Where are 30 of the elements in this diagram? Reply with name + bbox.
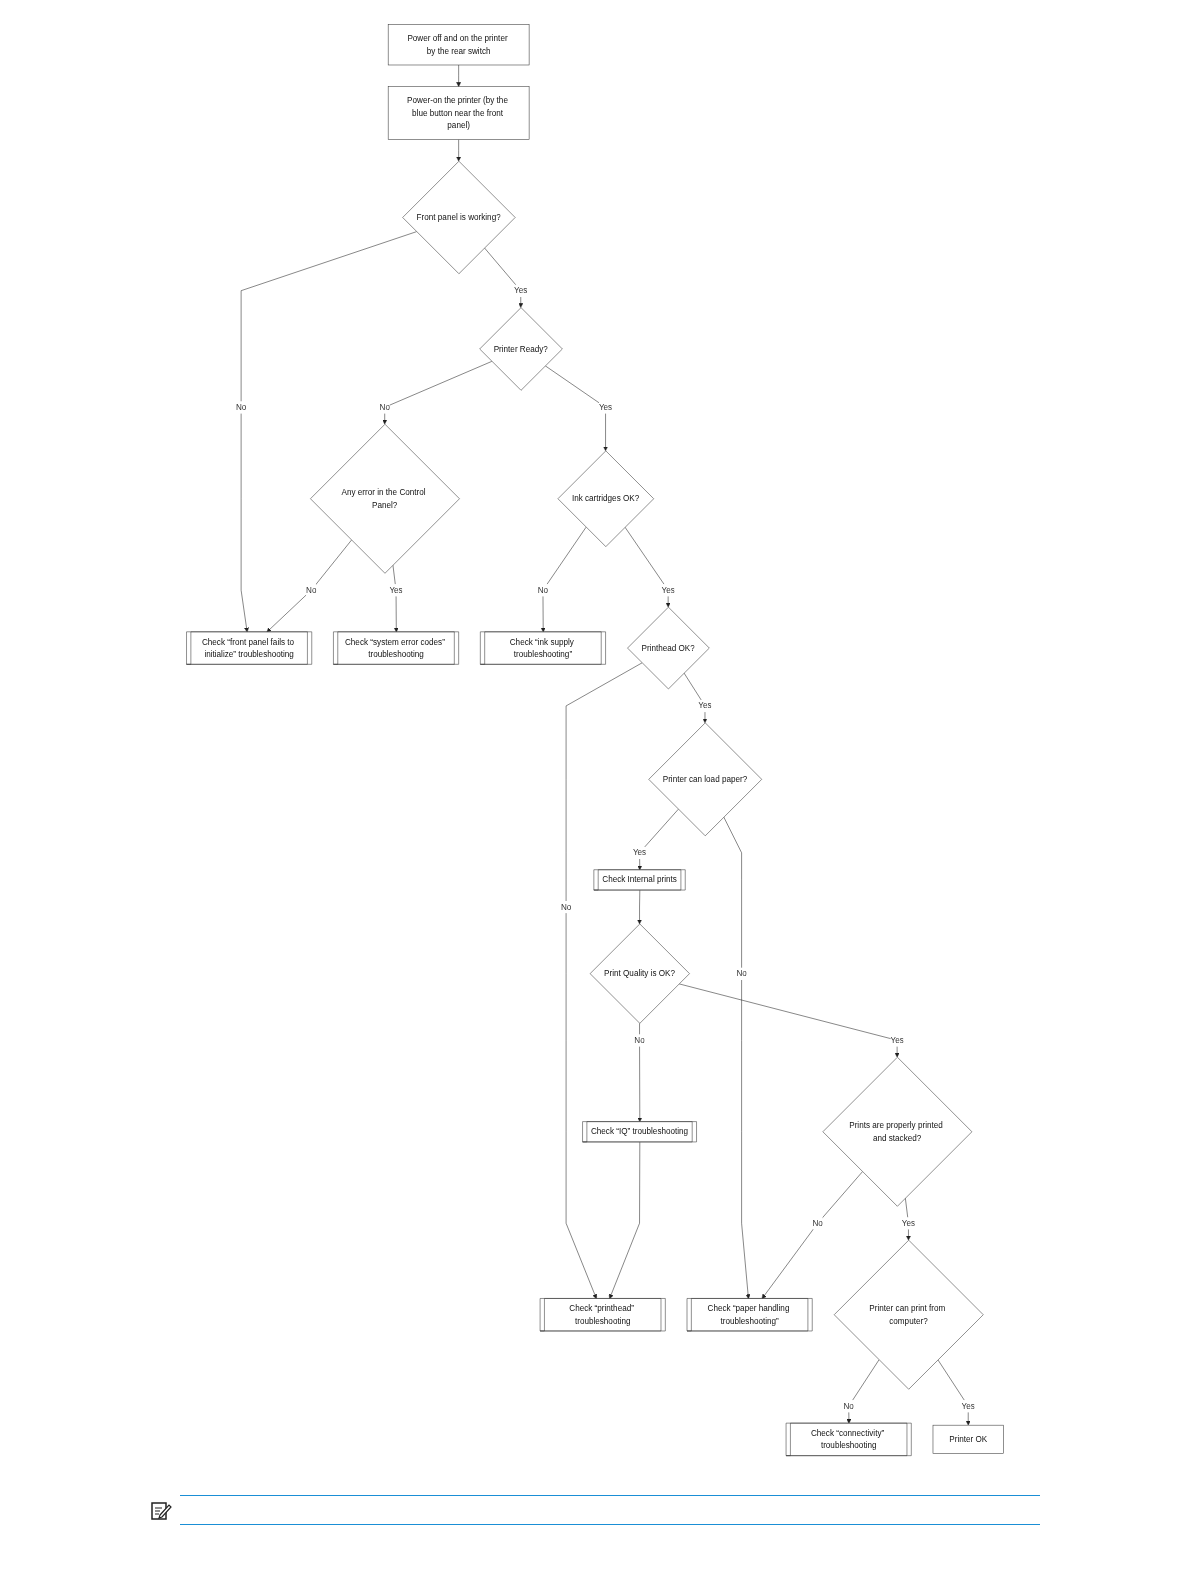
- edge-label: Yes: [961, 1401, 975, 1411]
- edge-label: Yes: [389, 585, 403, 595]
- edge-label: Yes: [598, 402, 613, 412]
- node-diamond: Ink cartridges OK?: [557, 450, 654, 547]
- edge-label: No: [634, 1035, 645, 1045]
- node-diamond: Prints are properly printed and stacked?: [822, 1056, 973, 1207]
- node-box: Power off and on the printer by the rear switch: [387, 24, 530, 66]
- node-diamond: Printer Ready?: [479, 307, 563, 391]
- node-diamond: Print Quality is OK?: [589, 923, 690, 1024]
- edge-label: No: [736, 968, 747, 978]
- edge-label: No: [537, 585, 549, 595]
- edge-label: No: [812, 1218, 823, 1228]
- edge-label: Yes: [661, 585, 675, 595]
- edge-label: No: [379, 402, 390, 412]
- edge-label: No: [235, 402, 247, 412]
- node-diamond: Printhead OK?: [627, 606, 710, 690]
- edge-label: Yes: [632, 847, 647, 857]
- edge-label: Yes: [890, 1035, 904, 1045]
- edge-label: No: [560, 901, 572, 912]
- edge-label: Yes: [514, 285, 528, 295]
- node-diamond: Front panel is working?: [402, 160, 516, 274]
- edge-label: No: [843, 1401, 854, 1411]
- edge-label: Yes: [698, 700, 712, 711]
- node-box: Printer OK: [932, 1424, 1004, 1454]
- edge-label: No: [306, 585, 317, 595]
- node-diamond: Any error in the Control Panel?: [310, 423, 460, 574]
- edge-label: Yes: [901, 1218, 916, 1228]
- node-diamond: Printer can print from computer?: [833, 1239, 984, 1390]
- node-box: Power-on the printer (by the blue button near the front panel): [387, 86, 530, 140]
- node-diamond: Printer can load paper?: [648, 722, 762, 837]
